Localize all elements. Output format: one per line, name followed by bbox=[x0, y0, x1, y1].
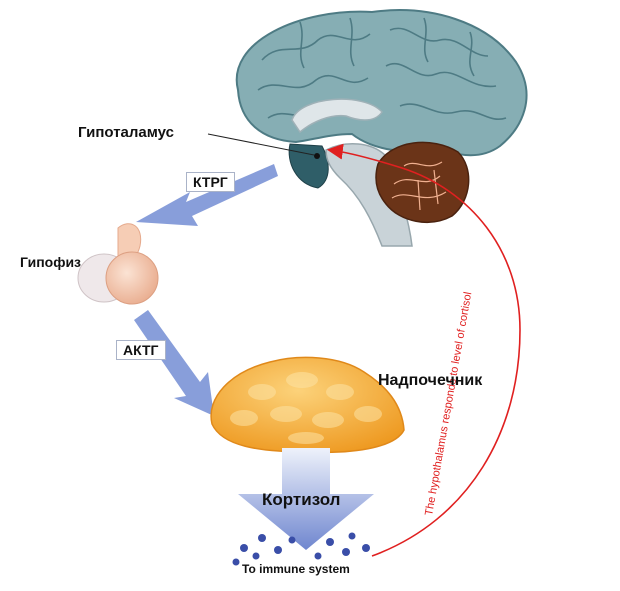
feedback-text: The hypothalamus responds to level of co… bbox=[423, 291, 474, 516]
hypothalamus-leader-line bbox=[207, 133, 315, 156]
hypothalamus-label: Гипоталамус bbox=[78, 124, 174, 141]
crh-arrow bbox=[136, 164, 278, 226]
adrenal-label: Надпочечник bbox=[378, 372, 483, 389]
hypothalamus-region bbox=[288, 143, 329, 189]
feedback-curve bbox=[326, 143, 521, 557]
cerebrum bbox=[235, 9, 528, 157]
cerebellum-folia bbox=[391, 161, 447, 211]
pituitary-gland bbox=[77, 223, 159, 305]
corpus-callosum bbox=[291, 98, 383, 134]
hypothalamus-marker bbox=[314, 153, 320, 159]
immune-system-label: To immune system bbox=[242, 562, 350, 576]
brain-gyri bbox=[257, 17, 507, 121]
acth-label: АКТГ bbox=[116, 340, 166, 360]
brain bbox=[235, 9, 528, 247]
pituitary-label: Гипофиз bbox=[20, 254, 82, 270]
cerebellum bbox=[375, 141, 470, 223]
crh-label: КТРГ bbox=[186, 172, 235, 192]
cortisol-molecules bbox=[232, 532, 370, 566]
acth-arrow bbox=[134, 310, 214, 416]
adrenal-gland bbox=[210, 356, 405, 454]
adrenal-texture bbox=[230, 372, 382, 444]
cortisol-arrow bbox=[238, 448, 374, 550]
cortisol-label: Кортизол bbox=[262, 490, 341, 509]
